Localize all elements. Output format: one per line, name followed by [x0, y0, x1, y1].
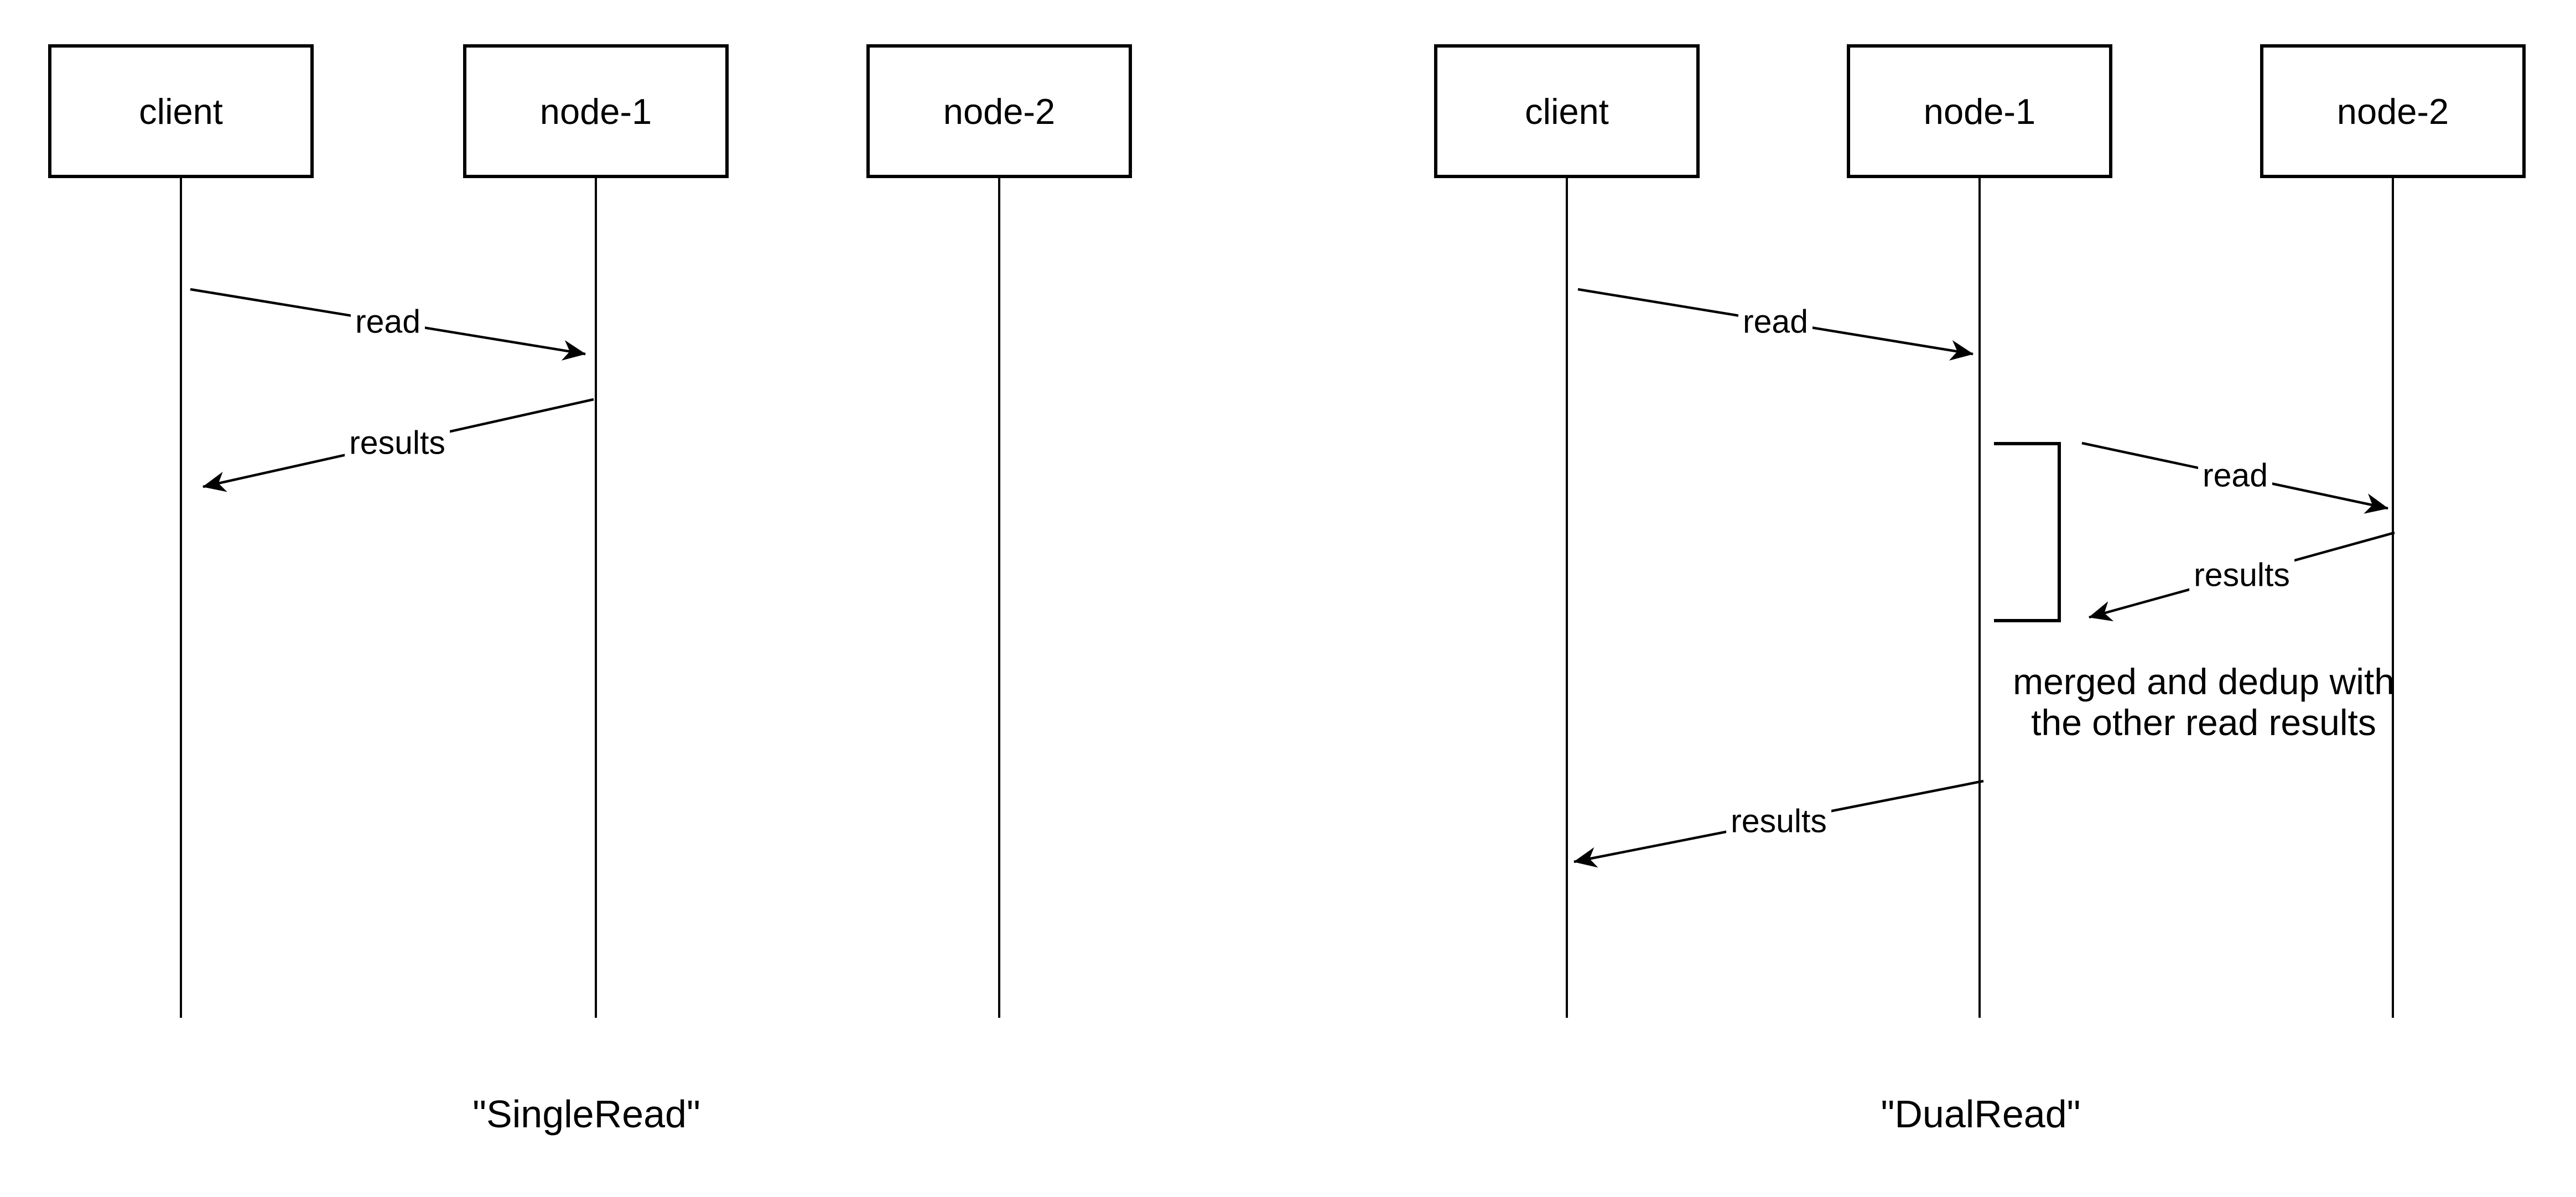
actor-box-client-single: client [48, 44, 314, 178]
message-label-results-node2-node1: results [2189, 556, 2294, 595]
actor-box-node2-single: node-2 [866, 44, 1132, 178]
merge-dedup-note: merged and dedup with the other read res… [2013, 661, 2395, 743]
merge-dedup-note-line2: the other read results [2031, 702, 2376, 743]
actor-box-node1-single: node-1 [463, 44, 729, 178]
actor-label: node-2 [943, 91, 1056, 132]
actor-box-client-dual: client [1434, 44, 1700, 178]
actor-label: node-1 [1923, 91, 2036, 132]
actor-label: client [139, 91, 223, 132]
actor-label: node-2 [2336, 91, 2449, 132]
diagram-caption-singleread: "SingleRead" [472, 1092, 700, 1136]
activation-bracket-node1 [1994, 442, 2061, 622]
actor-label: client [1525, 91, 1609, 132]
message-label-read-client-node1: read [1738, 303, 1813, 341]
message-label-read-node1-node2: read [2198, 456, 2273, 495]
actor-box-node2-dual: node-2 [2260, 44, 2526, 178]
message-label-read-single: read [350, 303, 425, 341]
message-label-results-node1-client: results [1726, 802, 1831, 841]
message-label-results-single: results [345, 424, 450, 462]
actor-label: node-1 [539, 91, 652, 132]
actor-box-node1-dual: node-1 [1847, 44, 2112, 178]
diagram-caption-dualread: "DualRead" [1881, 1092, 2081, 1136]
merge-dedup-note-line1: merged and dedup with [2013, 661, 2395, 702]
